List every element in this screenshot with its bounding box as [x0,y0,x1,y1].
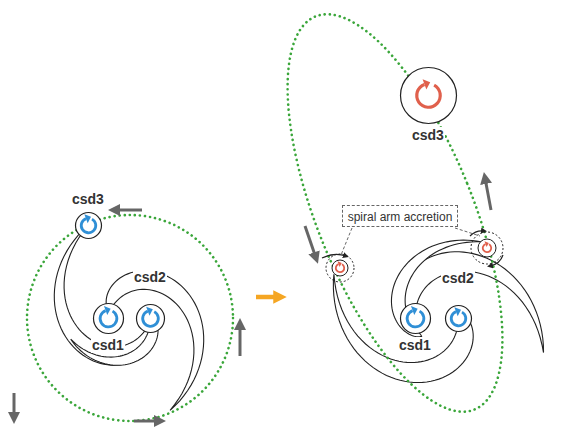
disk-outline [400,303,430,333]
disk-shape [74,211,103,240]
disk-outline [136,304,164,332]
flow-arrow [322,231,503,266]
disk-label: csd3 [71,191,105,207]
arrow-head [103,306,110,315]
disk-shape [399,302,432,335]
annotation-label: spiral arm accretion [348,211,453,225]
spiral-arms [333,240,543,382]
disk-circle: csd1 [91,302,125,354]
arrow-head [422,79,430,89]
arrow-head [410,306,417,315]
disk-circle: csd2 [441,270,475,333]
disk-shape [92,302,125,335]
disk-shape [135,303,166,334]
motion-arrow [14,178,491,421]
arrow-head [84,214,91,223]
disk-label: csd2 [133,269,167,285]
disk-label: csd1 [398,337,432,353]
satellite-disk [478,239,496,257]
disk-circle: csd2 [133,269,167,334]
disk-circle: csd3 [399,66,458,144]
disk-circle: csd3 [71,191,105,240]
spiral-arm [54,226,152,365]
orbit [27,215,233,421]
spiral-arms [54,226,203,411]
arrow-head [485,241,489,247]
arrow-head [146,306,153,315]
disk-outline [445,305,471,331]
disk-outline [75,212,101,238]
disk-label: csd3 [411,127,445,143]
arrow-head [338,261,342,267]
arrow-head [454,307,461,316]
disk-outline [93,303,123,333]
disk-shape [399,66,458,125]
disk-shape [444,304,473,333]
disk-outline [400,67,456,123]
orbit [243,0,546,429]
satellite-disk [332,260,348,276]
transition-arrow [256,295,280,300]
disk-circle: csd1 [398,302,432,354]
leader-line [341,228,480,255]
rotation-arrow [415,82,442,108]
annotation-box: spiral arm accretion [342,205,459,227]
disk-label: csd2 [441,270,475,286]
spiral-arm [391,240,481,337]
disk-label: csd1 [91,337,125,353]
accretion-zone [326,232,503,282]
